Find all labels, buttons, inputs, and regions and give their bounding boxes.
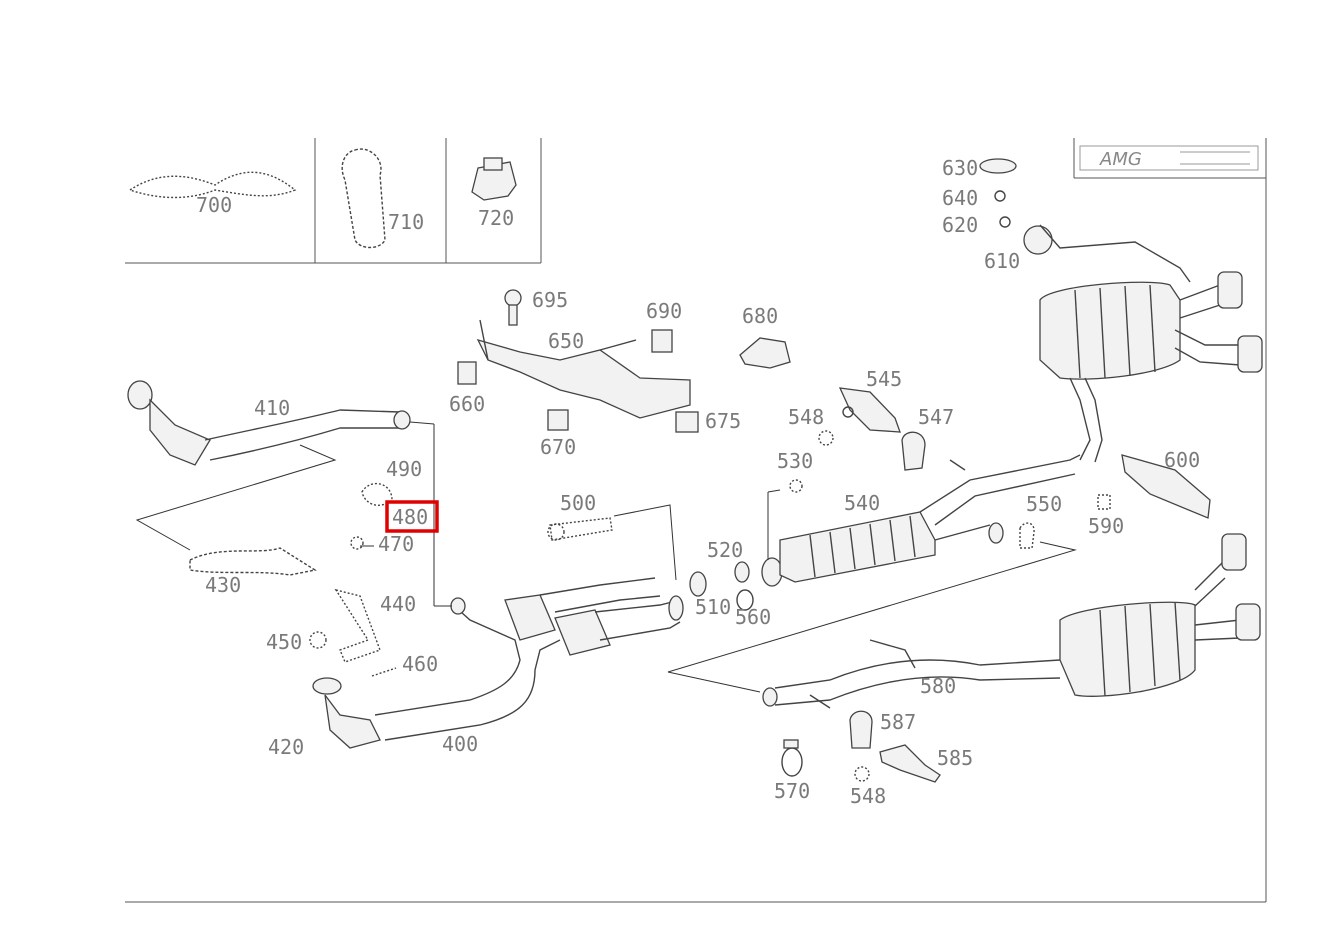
part-700-drawing [128, 171, 297, 199]
heat-shield-430-drawing [189, 547, 317, 576]
label-520[interactable]: 520 [707, 538, 743, 562]
label-570[interactable]: 570 [774, 779, 810, 803]
label-420[interactable]: 420 [268, 735, 304, 759]
label-460[interactable]: 460 [402, 652, 438, 676]
label-650[interactable]: 650 [548, 329, 584, 353]
mount-550-drawing [1019, 522, 1035, 549]
clamp-520-drawing [734, 561, 750, 583]
label-550[interactable]: 550 [1026, 492, 1062, 516]
label-440[interactable]: 440 [380, 592, 416, 616]
label-410[interactable]: 410 [254, 396, 290, 420]
label-670[interactable]: 670 [540, 435, 576, 459]
clamp-510-drawing [689, 571, 707, 597]
bolt-695-drawing [504, 289, 522, 326]
nut-548b-drawing [854, 766, 870, 782]
label-480[interactable]: 480 [392, 505, 428, 529]
clip-690-drawing [651, 329, 673, 353]
rear-silencer-upper-drawing [1039, 224, 1263, 463]
logo-text: AMG [1099, 149, 1142, 170]
mount-587-drawing [849, 710, 873, 749]
label-510[interactable]: 510 [695, 595, 731, 619]
label-470[interactable]: 470 [378, 532, 414, 556]
label-430[interactable]: 430 [205, 573, 241, 597]
clip-590-drawing [1097, 494, 1111, 510]
diagram-frame [125, 138, 1267, 903]
part-710-drawing [341, 148, 386, 249]
bolt-500-drawing [547, 517, 613, 541]
bracket-680-drawing [739, 337, 791, 369]
bracket-600-drawing [1121, 454, 1211, 519]
clip-670-drawing [547, 409, 569, 431]
bolt-460-drawing [371, 667, 397, 677]
label-587[interactable]: 587 [880, 710, 916, 734]
label-600[interactable]: 600 [1164, 448, 1200, 472]
label-548-lower[interactable]: 548 [850, 784, 886, 808]
ring-560-drawing [736, 589, 754, 611]
nut-548a-drawing [818, 430, 834, 446]
label-675[interactable]: 675 [705, 409, 741, 433]
hanger-630-drawing [979, 158, 1017, 174]
label-710[interactable]: 710 [388, 210, 424, 234]
label-545[interactable]: 545 [866, 367, 902, 391]
label-610[interactable]: 610 [984, 249, 1020, 273]
label-690[interactable]: 690 [646, 299, 682, 323]
label-640[interactable]: 640 [942, 186, 978, 210]
leader-lines [135, 421, 1077, 693]
label-720[interactable]: 720 [478, 206, 514, 230]
part-labels: 700 710 720 695 650 690 680 660 670 675 … [196, 156, 1200, 808]
hanger-545-drawing [838, 387, 901, 433]
label-620[interactable]: 620 [942, 213, 978, 237]
label-450[interactable]: 450 [266, 630, 302, 654]
label-680[interactable]: 680 [742, 304, 778, 328]
middle-silencer-540-drawing [761, 454, 1081, 587]
label-660[interactable]: 660 [449, 392, 485, 416]
hanger-585-drawing [879, 744, 941, 783]
nut-450-drawing [309, 631, 327, 649]
clip-660-drawing [457, 361, 477, 385]
gasket-490-drawing [361, 482, 393, 506]
mount-547-drawing [901, 431, 926, 471]
label-400[interactable]: 400 [442, 732, 478, 756]
label-547[interactable]: 547 [918, 405, 954, 429]
hanger-610-drawing [994, 190, 1053, 255]
tail-pipe-580-drawing [762, 639, 1061, 709]
bracket-440-drawing [334, 588, 381, 663]
clamp-570-drawing [781, 739, 803, 777]
label-548-upper[interactable]: 548 [788, 405, 824, 429]
label-585[interactable]: 585 [937, 746, 973, 770]
label-695[interactable]: 695 [532, 288, 568, 312]
label-580[interactable]: 580 [920, 674, 956, 698]
label-630[interactable]: 630 [942, 156, 978, 180]
label-500[interactable]: 500 [560, 491, 596, 515]
label-590[interactable]: 590 [1088, 514, 1124, 538]
label-530[interactable]: 530 [777, 449, 813, 473]
amg-logo: AMG [1079, 145, 1259, 171]
clip-675-drawing [675, 411, 699, 433]
clip-530-drawing [789, 479, 803, 493]
nut-470-drawing [350, 536, 364, 550]
highlight-box-480 [385, 500, 439, 533]
rear-silencer-lower-drawing [1059, 533, 1261, 697]
y-pipe-400-drawing [312, 577, 684, 749]
label-540[interactable]: 540 [844, 491, 880, 515]
front-pipe-410-drawing [127, 380, 411, 466]
bracket-650-drawing [476, 319, 691, 419]
label-490[interactable]: 490 [386, 457, 422, 481]
part-720-drawing [471, 157, 517, 201]
label-700[interactable]: 700 [196, 193, 232, 217]
label-560[interactable]: 560 [735, 605, 771, 629]
